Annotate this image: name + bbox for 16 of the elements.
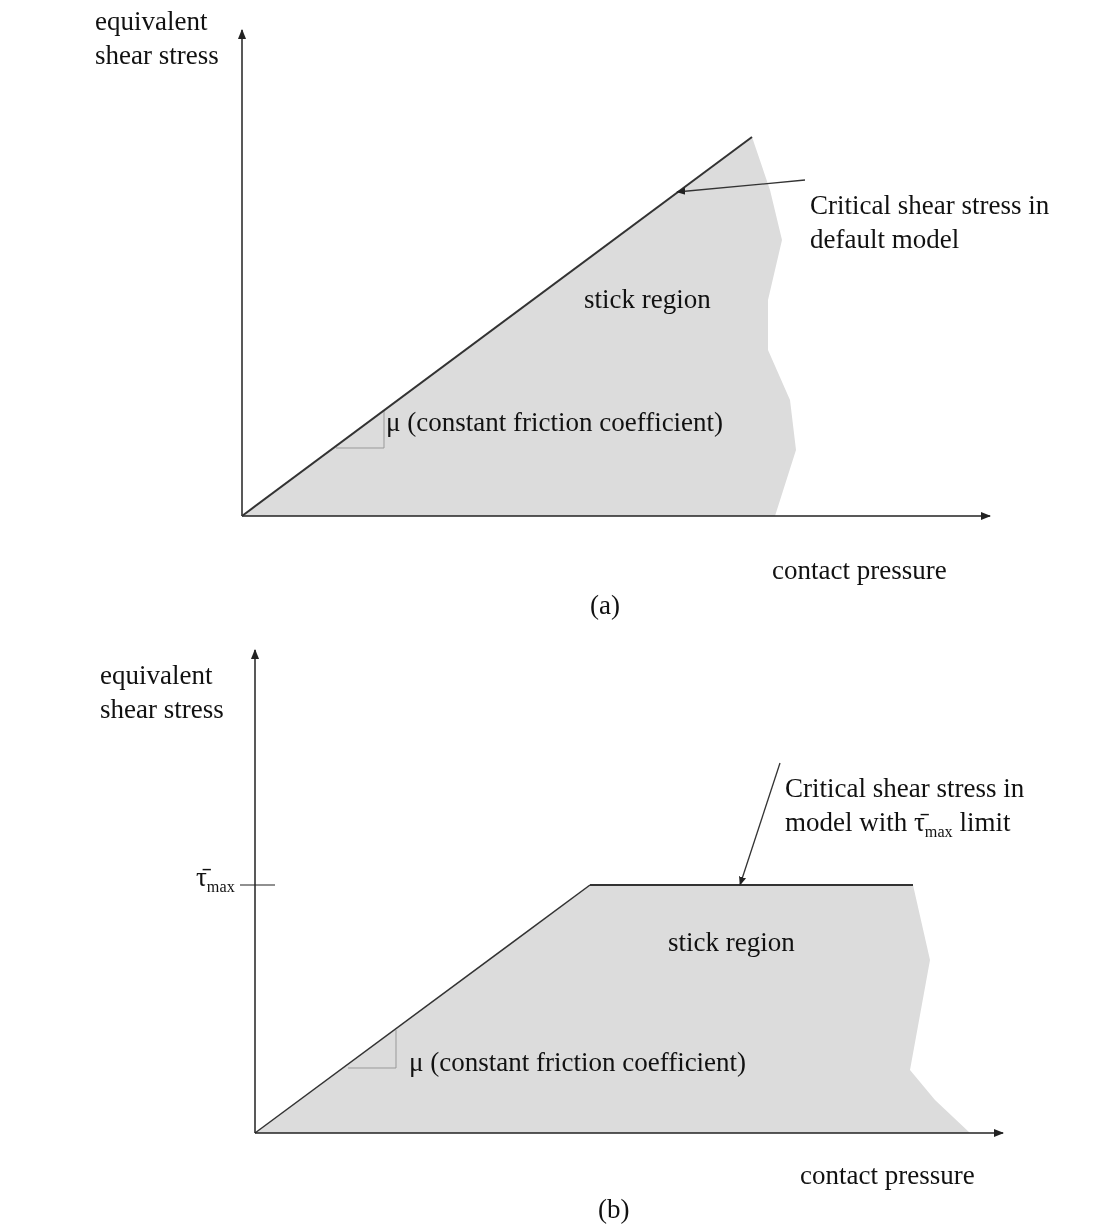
critical-stress-line (589, 884, 914, 886)
region-label: stick region (668, 926, 795, 959)
callout-text: Critical shear stress in default model (810, 189, 1051, 256)
axis-label: contact pressure (800, 1159, 975, 1192)
slope-label: μ (constant friction coefficient) (409, 1046, 747, 1079)
panel-label: (a) (590, 589, 620, 622)
leader-line (739, 762, 781, 886)
axis-label: equivalent shear stress (95, 5, 220, 72)
leader-line (676, 179, 806, 195)
panel-label: (b) (598, 1193, 630, 1226)
axis-label: contact pressure (772, 554, 947, 587)
tau-max-label: τ̄$_{max}$ (196, 861, 235, 894)
axis-label: equivalent shear stress (100, 659, 225, 726)
region-label: stick region (584, 283, 711, 316)
callout-text: Critical shear stress in model with τ̄$_{max}$ limit (785, 772, 1026, 839)
slope-label: μ (constant friction coefficient) (386, 406, 724, 439)
